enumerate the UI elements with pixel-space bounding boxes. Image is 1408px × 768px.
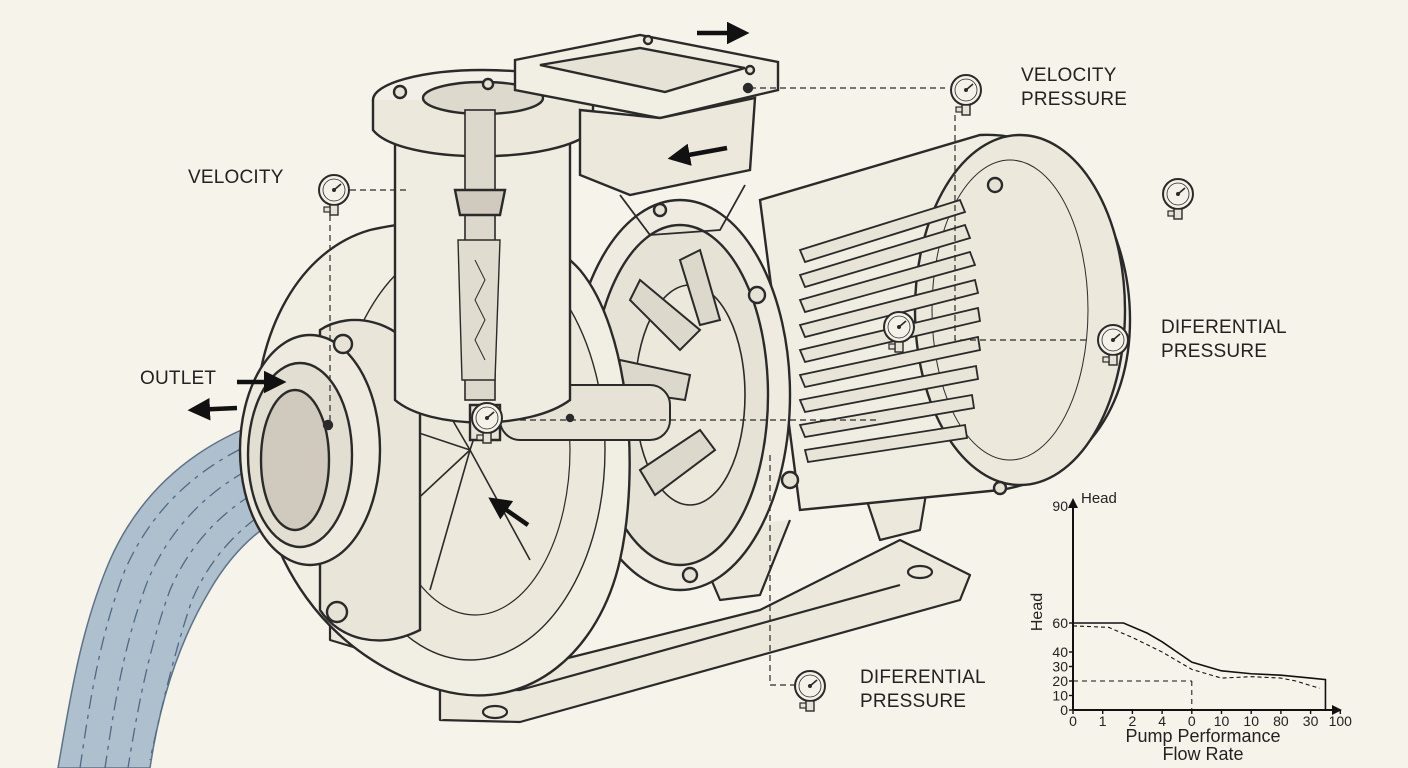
chart-x-tick-label: 10	[1214, 713, 1230, 729]
label-line-1: VELOCITY	[1021, 65, 1117, 86]
chart-title: Pump Performance	[1125, 726, 1280, 746]
chart-y-tick-label: 90	[1052, 498, 1068, 514]
chart-x-axis-label: Flow Rate	[1162, 744, 1243, 764]
label-line-1: DIFERENTIAL	[1161, 317, 1287, 338]
chart-x-tick-label: 80	[1273, 713, 1289, 729]
leader-lines	[329, 87, 1090, 686]
label-differential-pressure-bottom: DIFERENTIAL PRESSURE	[860, 666, 986, 714]
chart-x-tick-label: 30	[1303, 713, 1319, 729]
chart-y-tick-label: 10	[1052, 688, 1068, 704]
chart-y-axis-label: Head	[1029, 593, 1046, 631]
label-velocity-pressure-top: VELOCITY PRESSURE	[1021, 64, 1127, 112]
chart-x-tick-label: 2	[1129, 713, 1137, 729]
chart-x-tick-label: 0	[1188, 713, 1196, 729]
label-outlet: OUTLET	[140, 368, 217, 389]
chart-y-tick-label: 0	[1060, 702, 1068, 718]
discharge-box	[513, 33, 780, 236]
chart-y-title-top: Head	[1081, 490, 1117, 507]
label-velocity-left: VELOCITY	[188, 167, 284, 188]
chart-axes	[1068, 498, 1342, 715]
label-line-2: PRESSURE	[1161, 341, 1268, 362]
inlet-pipe	[371, 68, 595, 442]
electric-motor	[758, 133, 1132, 512]
chart-x-tick-label: 4	[1158, 713, 1166, 729]
chart-y-tick-label: 30	[1052, 659, 1068, 675]
chart-series-line-1	[1073, 622, 1327, 710]
chart-y-tick-label: 20	[1052, 673, 1068, 689]
chart-series	[1072, 622, 1327, 710]
chart-y-tick-label: 60	[1052, 615, 1068, 631]
chart-y-tick-label: 40	[1052, 644, 1068, 660]
chart-x-tick-label: 1	[1099, 713, 1107, 729]
label-line-2: PRESSURE	[860, 691, 967, 712]
label-line-1: DIFERENTIAL	[860, 667, 986, 688]
label-differential-pressure-right: DIFERENTIAL PRESSURE	[1161, 316, 1287, 364]
chart-x-tick-label: 0	[1069, 713, 1077, 729]
chart-x-tick-label: 100	[1329, 713, 1353, 729]
chart-series-line-2	[1072, 625, 1320, 689]
chart-x-tick-label: 10	[1243, 713, 1259, 729]
label-line-2: PRESSURE	[1021, 89, 1128, 110]
flow-arrow-icon	[187, 21, 750, 527]
